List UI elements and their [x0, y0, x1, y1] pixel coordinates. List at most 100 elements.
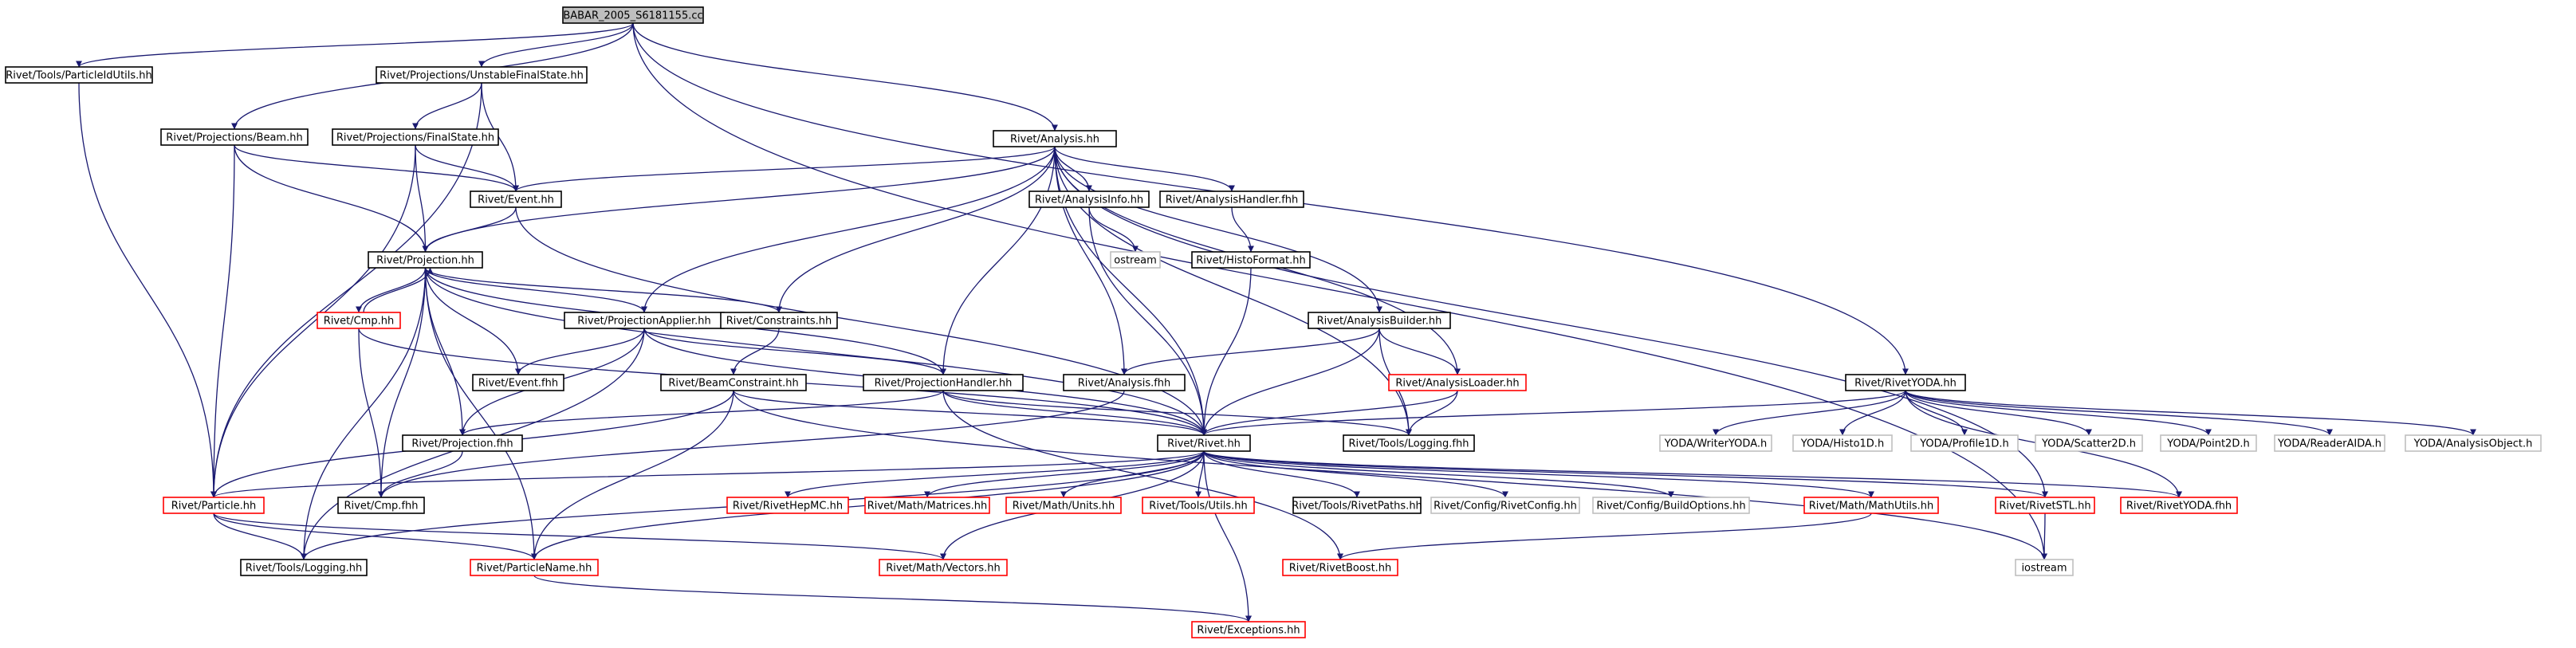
node-projfhh[interactable]: Rivet/Projection.fhh	[402, 434, 523, 452]
node-label: Rivet/Tools/ParticleIdUtils.hh	[6, 70, 152, 82]
node-particle[interactable]: Rivet/Particle.hh	[163, 497, 265, 514]
edge-root-to-ufs	[478, 22, 634, 68]
node-toolsutils[interactable]: Rivet/Tools/Utils.hh	[1142, 497, 1255, 514]
node-label: Rivet/Projection.fhh	[411, 438, 513, 450]
edge-riverayoda-to-profile1d	[1905, 390, 1968, 436]
node-constraints[interactable]: Rivet/Constraints.hh	[720, 312, 838, 329]
edge-event-to-projection	[422, 206, 517, 253]
node-label: YODA/Point2D.h	[2166, 438, 2249, 450]
node-scatter2d: YODA/Scatter2D.h	[2035, 434, 2143, 452]
edge-analysis-to-rivetstl	[1054, 146, 2048, 498]
node-readeraida: YODA/ReaderAIDA.h	[2274, 434, 2385, 452]
node-box	[1157, 434, 1251, 452]
node-box	[240, 559, 368, 576]
node-particlename[interactable]: Rivet/ParticleName.hh	[470, 559, 599, 576]
node-label: Rivet/Analysis.fhh	[1078, 378, 1171, 390]
node-riverayoda[interactable]: Rivet/RivetYODA.hh	[1845, 374, 1966, 391]
node-box	[470, 190, 562, 208]
node-projection[interactable]: Rivet/Projection.hh	[368, 251, 483, 269]
node-mathutils[interactable]: Rivet/Math/MathUtils.hh	[1803, 497, 1939, 514]
node-hepmc[interactable]: Rivet/RivetHepMC.hh	[726, 497, 849, 514]
node-label: YODA/Profile1D.h	[1919, 438, 2009, 450]
edge-analysisfhh-to-cmpfhh	[378, 390, 1125, 498]
node-label: Rivet/Math/Units.hh	[1013, 501, 1115, 513]
node-rivetstl[interactable]: Rivet/RivetSTL.hh	[1995, 497, 2095, 514]
node-projhandler[interactable]: Rivet/ProjectionHandler.hh	[863, 374, 1024, 391]
node-label: Rivet/Tools/Logging.fhh	[1349, 438, 1469, 450]
edge-projection-to-rivethh	[424, 267, 1207, 436]
node-box	[368, 251, 483, 269]
node-box	[1159, 190, 1304, 208]
edge-riverayoda-to-writeryoda	[1713, 390, 1906, 436]
node-label: Rivet/Tools/RivetPaths.hh	[1292, 501, 1422, 513]
node-cmpfhh[interactable]: Rivet/Cmp.fhh	[337, 497, 425, 514]
node-box	[1845, 374, 1966, 391]
node-box	[1191, 621, 1306, 638]
node-analysis[interactable]: Rivet/Analysis.hh	[993, 130, 1117, 147]
edge-rivethh-to-rivetconfig	[1203, 450, 1508, 498]
node-box	[1292, 497, 1422, 514]
edge-constraints-to-beamconstraint	[730, 328, 780, 375]
node-event[interactable]: Rivet/Event.hh	[470, 190, 562, 208]
node-box	[402, 434, 523, 452]
edge-ufs-to-particle	[210, 82, 482, 498]
node-label: Rivet/RivetYODA.hh	[1854, 378, 1957, 390]
node-pidutils[interactable]: Rivet/Tools/ParticleIdUtils.hh	[5, 66, 153, 84]
node-box	[1803, 497, 1939, 514]
node-label: Rivet/Rivet.hh	[1167, 438, 1241, 450]
node-units[interactable]: Rivet/Math/Units.hh	[1005, 497, 1122, 514]
node-box	[332, 128, 499, 146]
node-root[interactable]: BABAR_2005_S6181155.cc	[562, 6, 704, 24]
node-rivethh[interactable]: Rivet/Rivet.hh	[1157, 434, 1251, 452]
edge-event-to-rivethh	[515, 206, 1207, 436]
edge-analysis-to-projapplier	[641, 146, 1056, 313]
edge-analysisloader-to-toolslogfhh	[1406, 390, 1458, 436]
edge-root-to-analysis	[632, 22, 1058, 132]
node-beamconstraint[interactable]: Rivet/BeamConstraint.hh	[660, 374, 807, 391]
node-toolslogfhh[interactable]: Rivet/Tools/Logging.fhh	[1343, 434, 1475, 452]
edge-projection-to-cmp	[356, 267, 427, 313]
node-analysishandler[interactable]: Rivet/AnalysisHandler.fhh	[1159, 190, 1304, 208]
node-box	[1659, 434, 1772, 452]
edge-beamconstraint-to-iostream	[733, 390, 2047, 560]
edge-beam-to-particle	[210, 144, 235, 498]
node-analysisloader[interactable]: Rivet/AnalysisLoader.hh	[1388, 374, 1527, 391]
node-projapplier[interactable]: Rivet/ProjectionApplier.hh	[564, 312, 725, 329]
node-box	[2405, 434, 2542, 452]
node-vectors[interactable]: Rivet/Math/Vectors.hh	[879, 559, 1008, 576]
edge-mathutils-to-rivetboost	[1337, 513, 1872, 560]
node-analysisfhh[interactable]: Rivet/Analysis.fhh	[1063, 374, 1186, 391]
edge-root-to-pidutils	[76, 22, 634, 68]
node-box	[2035, 434, 2143, 452]
node-histo1d: YODA/Histo1D.h	[1792, 434, 1893, 452]
node-label: ostream	[1114, 255, 1157, 267]
node-label: Rivet/ProjectionHandler.hh	[875, 378, 1013, 390]
node-box	[470, 559, 599, 576]
node-label: Rivet/Math/Matrices.hh	[867, 501, 987, 513]
node-beam[interactable]: Rivet/Projections/Beam.hh	[160, 128, 309, 146]
node-matrices[interactable]: Rivet/Math/Matrices.hh	[864, 497, 990, 514]
node-cmp[interactable]: Rivet/Cmp.hh	[317, 312, 401, 329]
node-box	[1388, 374, 1527, 391]
node-label: Rivet/Projections/UnstableFinalState.hh	[380, 70, 584, 82]
node-rivetyodafhh[interactable]: Rivet/RivetYODA.fhh	[2120, 497, 2238, 514]
node-fs[interactable]: Rivet/Projections/FinalState.hh	[332, 128, 499, 146]
node-label: Rivet/Projections/Beam.hh	[166, 132, 302, 144]
node-histoformat[interactable]: Rivet/HistoFormat.hh	[1191, 251, 1311, 269]
node-box	[1792, 434, 1893, 452]
edge-analysisbuilder-to-analysisfhh	[1121, 328, 1380, 375]
node-box	[1430, 497, 1580, 514]
node-analysisbuilder[interactable]: Rivet/AnalysisBuilder.hh	[1308, 312, 1451, 329]
node-toolslogging[interactable]: Rivet/Tools/Logging.hh	[240, 559, 368, 576]
node-label: Rivet/ProjectionApplier.hh	[577, 316, 710, 328]
node-label: Rivet/Particle.hh	[171, 501, 256, 513]
node-exceptions[interactable]: Rivet/Exceptions.hh	[1191, 621, 1306, 638]
node-analysisinfo[interactable]: Rivet/AnalysisInfo.hh	[1028, 190, 1150, 208]
node-ufs[interactable]: Rivet/Projections/UnstableFinalState.hh	[376, 66, 588, 84]
node-rivetpaths[interactable]: Rivet/Tools/RivetPaths.hh	[1292, 497, 1422, 514]
node-eventfhh[interactable]: Rivet/Event.fhh	[472, 374, 564, 391]
node-rivetboost[interactable]: Rivet/RivetBoost.hh	[1282, 559, 1398, 576]
node-rivetconfig: Rivet/Config/RivetConfig.hh	[1430, 497, 1580, 514]
edge-analysisloader-to-rivethh	[1201, 390, 1458, 436]
